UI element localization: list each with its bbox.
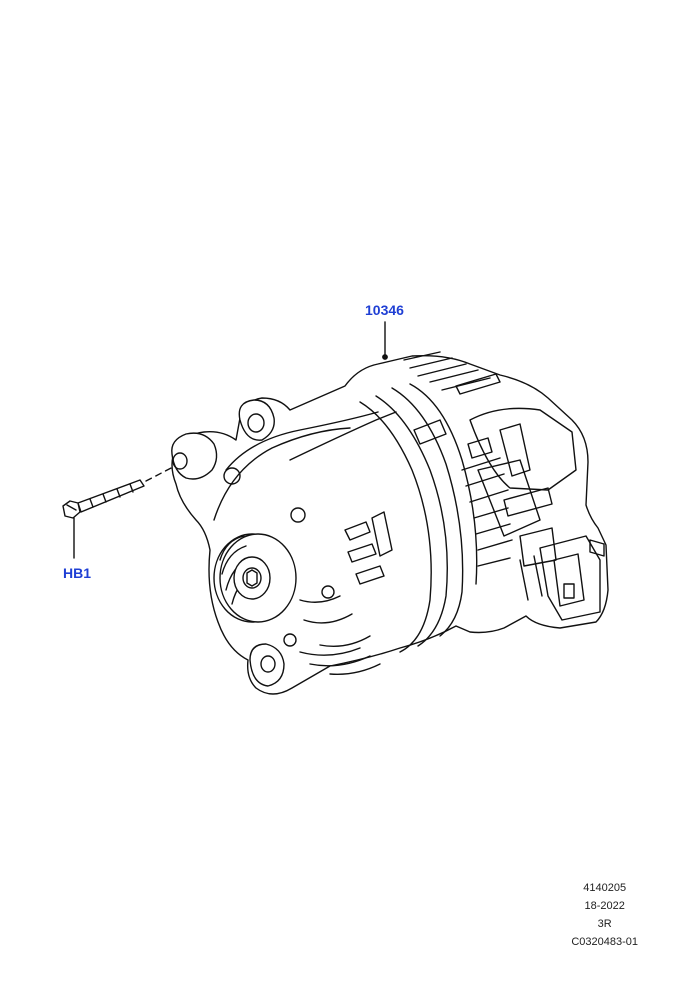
alternator-assembly bbox=[171, 351, 609, 695]
bolt-hb1 bbox=[62, 465, 176, 559]
info-line-3: 3R bbox=[597, 918, 612, 930]
pulley bbox=[213, 533, 297, 623]
info-line-4: C0320483-01 bbox=[571, 936, 638, 948]
leader-dot-10346 bbox=[382, 354, 388, 360]
info-line-2: 18-2022 bbox=[584, 900, 625, 912]
callout-part-hb1[interactable]: HB1 bbox=[63, 565, 92, 581]
callout-part-10346[interactable]: 10346 bbox=[365, 302, 404, 318]
drawing-info-block: 4140205 18-2022 3R C0320483-01 bbox=[571, 879, 638, 951]
info-line-1: 4140205 bbox=[583, 882, 627, 894]
